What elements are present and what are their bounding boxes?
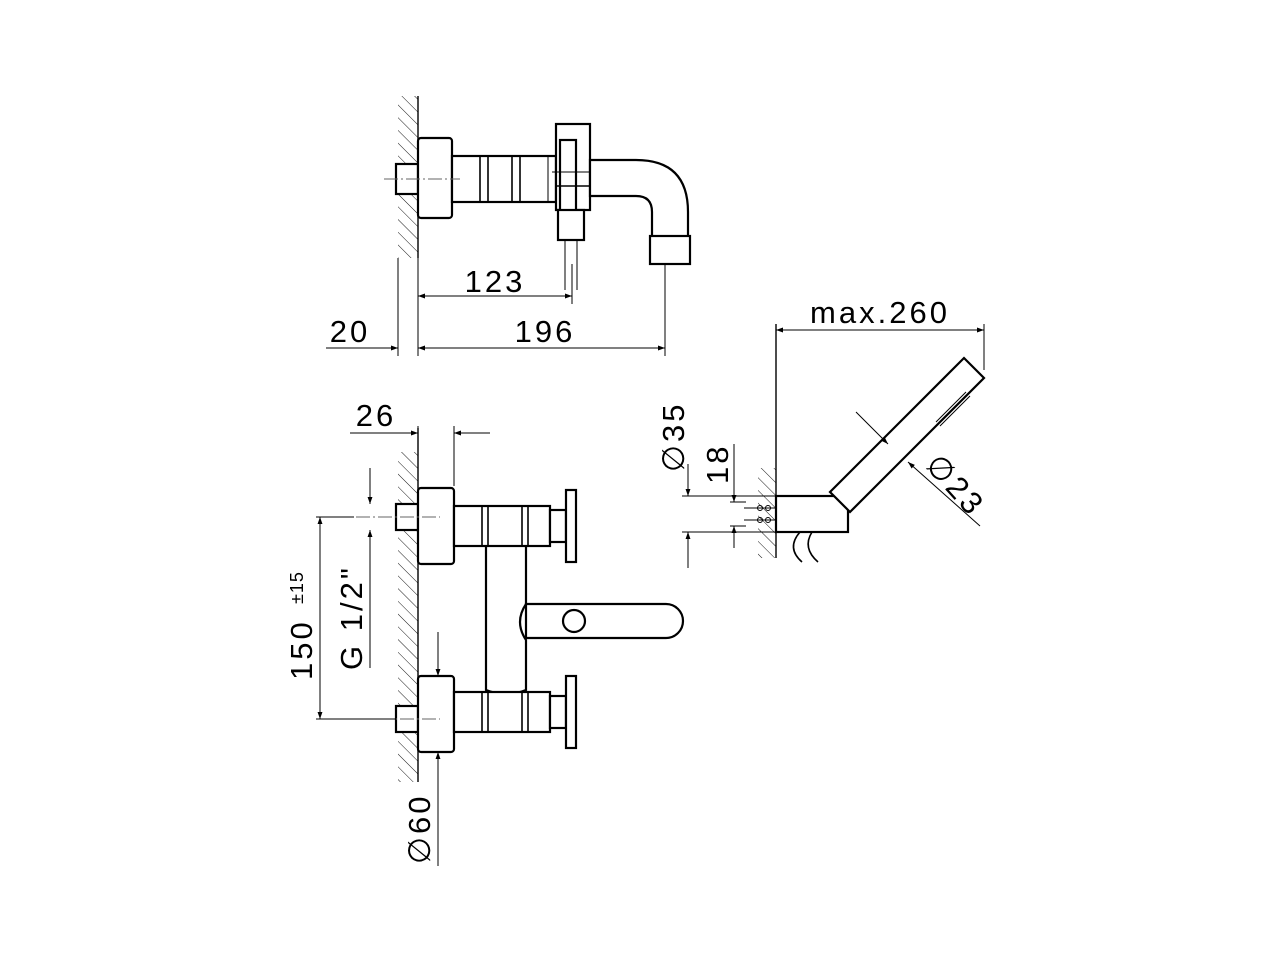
front-spout [524,602,685,640]
dim-holder-diameter-value: 35 [656,402,691,442]
shower-hose [792,531,803,563]
dim-holder-diameter-label: ∅35 [656,402,691,473]
diverter-handle [558,138,578,218]
riser-tube [484,538,528,696]
diverter-knob [561,608,587,634]
dim-flange-diameter-label: ∅60 [402,794,437,865]
spout-aerator [648,234,692,266]
dim-thread-label: G 1/2" [334,565,369,670]
dim-flange-diameter-value: 60 [402,794,437,834]
dim-centres-tolerance: ±15 [287,571,307,604]
front-view: 150 ±15 G 1/2" 26 ∅60 [284,398,685,866]
side-view: 123 196 20 [326,96,692,356]
upper-flange [416,486,456,566]
upper-handle-hub [548,508,568,544]
wall-hatch-shower [758,468,776,558]
lower-handle-cross [564,674,578,750]
spout [588,158,690,240]
shower-view: max.260 ∅35 18 ∅23 [656,295,992,568]
upper-handle-cross [564,488,578,564]
hand-shower [828,356,986,514]
flange [416,136,454,220]
diameter-symbol: ∅ [402,834,437,864]
diverter-stem [556,208,586,242]
lower-body [452,690,552,734]
diameter-symbol: ∅ [656,442,691,472]
dim-holder-height-label: 18 [700,444,735,484]
lower-flange [416,674,456,754]
shower-holder [774,494,850,534]
upper-body [452,504,552,548]
dim-outlet-label: 123 [465,264,526,299]
mixer-body [450,154,558,204]
dim-handle-diameter-label: ∅23 [919,447,992,523]
dim-projection-label: 196 [515,314,576,349]
dim-depth-label: 26 [356,398,396,433]
wall-hatch-front [398,452,418,782]
dim-centres-label: 150 [284,619,319,680]
dim-max-length-label: max.260 [810,295,950,330]
lower-handle-hub [548,694,568,730]
dim-wall-offset-label: 20 [330,314,370,349]
